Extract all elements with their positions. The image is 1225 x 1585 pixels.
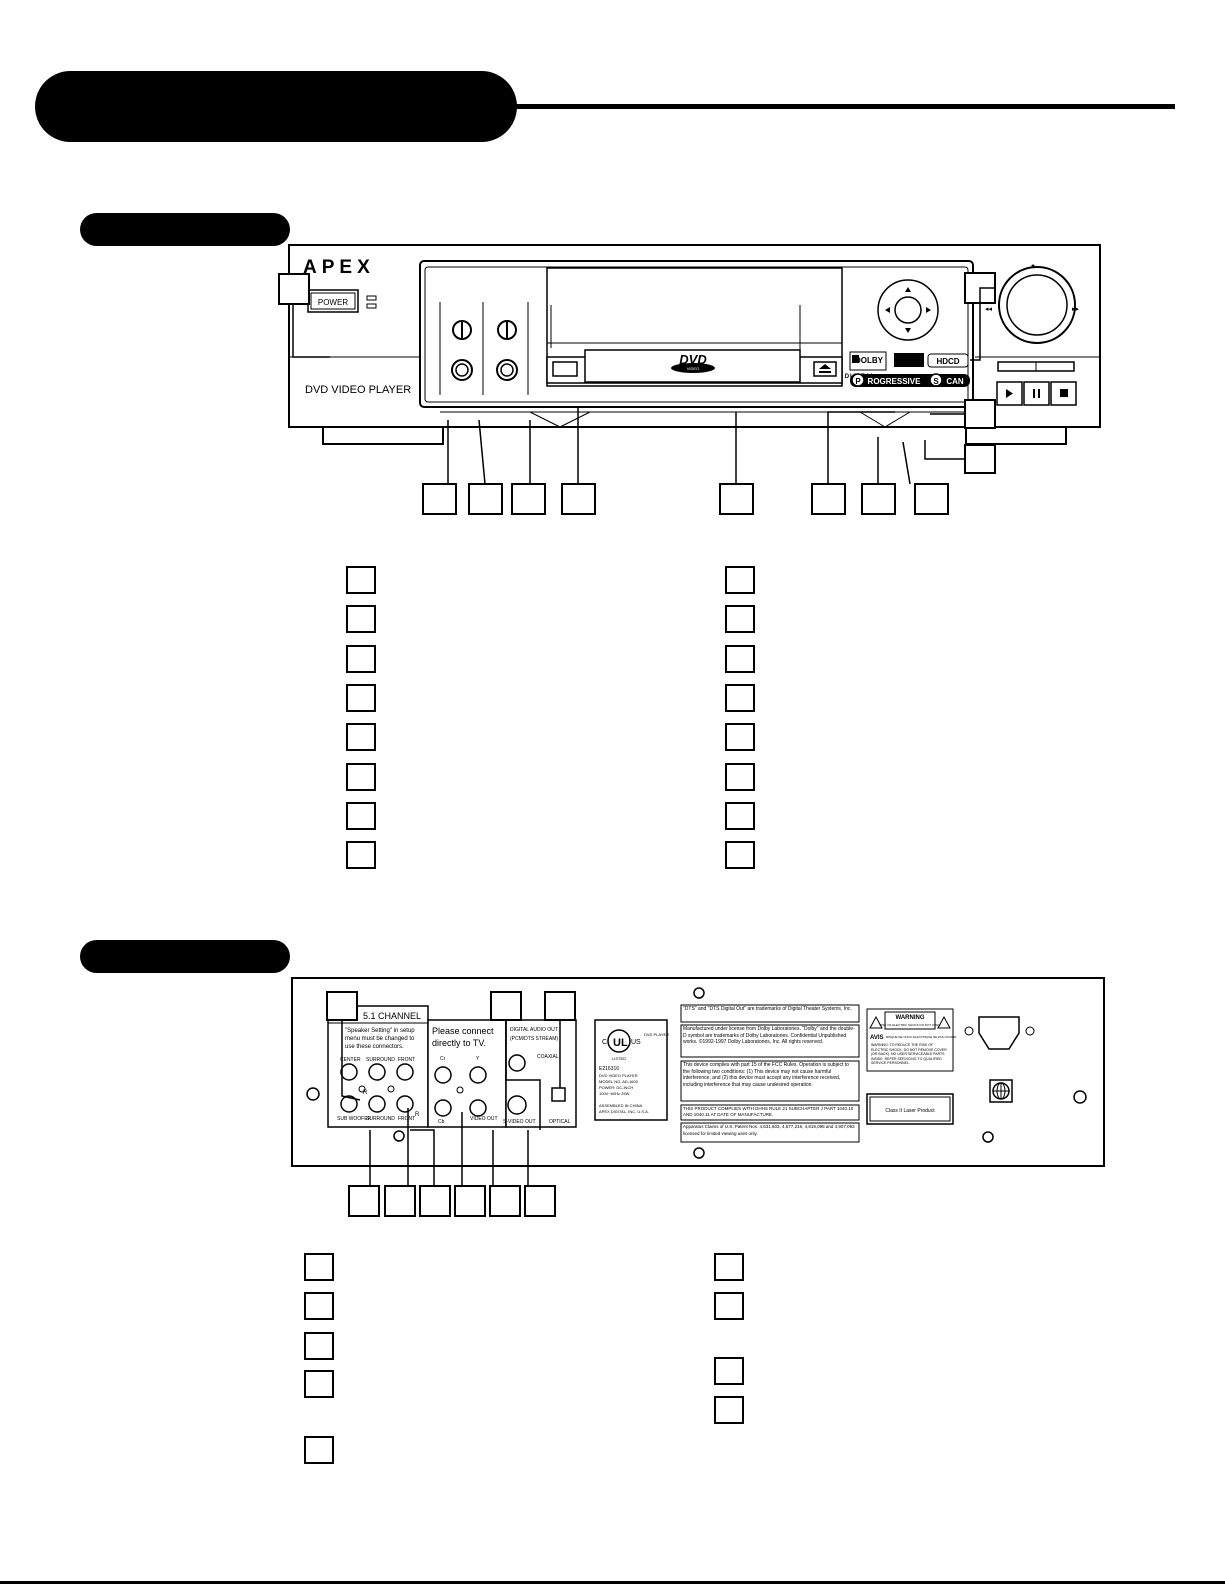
svg-text:use these connectors.: use these connectors. — [345, 1044, 404, 1050]
footer-rule — [0, 1581, 1225, 1584]
svg-text:S: S — [933, 377, 939, 386]
svg-text:FRONT: FRONT — [398, 1116, 415, 1122]
svg-text:Cr: Cr — [440, 1056, 446, 1062]
svg-text:C: C — [602, 1039, 607, 1046]
front-legend-box — [725, 566, 755, 594]
svg-text:LISTED: LISTED — [612, 1056, 626, 1061]
svg-text:P: P — [855, 377, 861, 386]
front-legend-box — [346, 566, 376, 594]
svg-text:Cb: Cb — [438, 1119, 445, 1125]
rear-legend-box — [714, 1357, 744, 1385]
dvd-logo: DVD — [679, 352, 707, 367]
svg-text:UL: UL — [613, 1037, 628, 1049]
rear-legend-box — [714, 1253, 744, 1281]
svg-text:WARNING: WARNING — [896, 1015, 925, 1021]
front-legend-box — [346, 841, 376, 869]
rear-legend-box — [304, 1292, 334, 1320]
rear-legend-box — [714, 1396, 744, 1424]
ul-label-line: MODEL NO. AD-1600 — [599, 1079, 639, 1084]
brand-logo: APEX — [303, 257, 375, 278]
rear-legend-box — [304, 1253, 334, 1281]
svg-text:RISQUE DE CHOC ELECTRIQUE NE P: RISQUE DE CHOC ELECTRIQUE NE PAS OUVRIR — [886, 1035, 957, 1039]
channel-note: "Speaker Setting" in setup — [345, 1028, 415, 1034]
svg-text:E216316: E216316 — [599, 1066, 619, 1072]
front-legend-box — [725, 605, 755, 633]
svg-text:COAXIAL: COAXIAL — [537, 1054, 559, 1060]
svg-text:DIGITAL AUDIO OUT: DIGITAL AUDIO OUT — [510, 1027, 558, 1033]
ul-label-line: POWER: DC-INCH — [599, 1085, 633, 1090]
front-legend-box — [346, 763, 376, 791]
svg-text:AVIS: AVIS — [870, 1035, 884, 1041]
svg-text:S-VIDEO OUT: S-VIDEO OUT — [503, 1119, 536, 1125]
svg-text:SUB WOOFER: SUB WOOFER — [337, 1116, 372, 1122]
svg-text:RISK OF ELECTRIC SHOCK DO NOT: RISK OF ELECTRIC SHOCK DO NOT OPEN — [880, 1023, 941, 1027]
front-legend-box — [725, 802, 755, 830]
svg-text:Class II Laser Product: Class II Laser Product — [885, 1108, 935, 1114]
svg-text:DOLBY: DOLBY — [855, 356, 884, 365]
rear-panel-pill — [80, 940, 290, 973]
section-header-pill — [35, 71, 517, 142]
front-legend-box — [725, 645, 755, 673]
svg-text:directly to TV.: directly to TV. — [432, 1038, 486, 1048]
svg-text:▸▸: ▸▸ — [1072, 306, 1080, 313]
svg-text:5.1 CHANNEL: 5.1 CHANNEL — [363, 1011, 421, 1021]
svg-text:Y: Y — [476, 1056, 480, 1062]
rear-panel-diagram: 5.1 CHANNEL "Speaker Setting" in setup m… — [291, 977, 1105, 1217]
svg-text:R: R — [415, 1112, 420, 1118]
power-button-label: POWER — [318, 298, 348, 307]
svg-text:HDCD: HDCD — [936, 357, 959, 366]
rear-legend-box — [714, 1292, 744, 1320]
front-legend-box — [346, 645, 376, 673]
front-panel-diagram: APEX POWER DVD VIDEO PLAYER DVD VIDEO — [278, 244, 1101, 515]
svg-text:CENTER: CENTER — [340, 1057, 361, 1063]
front-legend-box — [346, 684, 376, 712]
front-legend-box — [725, 841, 755, 869]
model-label: DVD VIDEO PLAYER — [305, 384, 411, 396]
svg-text:◂◂: ◂◂ — [985, 306, 993, 313]
front-panel-pill — [80, 213, 290, 246]
svg-text:SURROUND: SURROUND — [366, 1116, 395, 1122]
svg-text:(PCM/DTS STREAM): (PCM/DTS STREAM) — [510, 1036, 558, 1042]
front-legend-box — [725, 763, 755, 791]
svg-text:US: US — [631, 1039, 641, 1046]
front-legend-box — [725, 684, 755, 712]
svg-text:CAN: CAN — [946, 377, 964, 386]
svg-text:menu must be changed to: menu must be changed to — [345, 1036, 415, 1042]
front-legend-box — [725, 723, 755, 751]
svg-text:R: R — [363, 1090, 368, 1096]
ul-label-line: APEX DIGITAL, INC. U.S.A. — [599, 1109, 649, 1114]
ul-label-line: ASSEMBLED IN CHINA — [599, 1103, 642, 1108]
svg-text:VIDEO: VIDEO — [687, 366, 699, 371]
svg-text:Please connect: Please connect — [432, 1026, 494, 1036]
svg-text:OPTICAL: OPTICAL — [549, 1119, 571, 1125]
svg-text:ROGRESSIVE: ROGRESSIVE — [868, 377, 922, 386]
ul-label-line: 100V~60Hz 25W — [599, 1091, 630, 1096]
svg-text:FRONT: FRONT — [398, 1057, 415, 1063]
front-legend-box — [346, 723, 376, 751]
svg-text:VIDEO OUT: VIDEO OUT — [470, 1116, 498, 1122]
front-legend-box — [346, 605, 376, 633]
front-legend-box — [346, 802, 376, 830]
svg-text:SURROUND: SURROUND — [366, 1057, 395, 1063]
svg-text:DVD PLAYER: DVD PLAYER — [644, 1032, 669, 1037]
rear-legend-box — [304, 1370, 334, 1398]
rear-legend-box — [304, 1332, 334, 1360]
ul-label-line: DVD VIDEO PLAYER — [599, 1073, 638, 1078]
rear-legend-box — [304, 1436, 334, 1464]
header-rule — [510, 104, 1175, 109]
